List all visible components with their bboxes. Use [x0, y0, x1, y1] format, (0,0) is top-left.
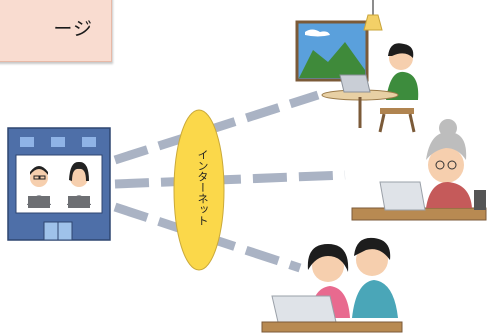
- internet-label: インターネット: [196, 148, 209, 226]
- remote-worker-top: [295, 0, 419, 133]
- office-building: [7, 127, 111, 241]
- link-to-top-person: [113, 90, 320, 165]
- title-text: ージ: [53, 17, 93, 40]
- internet-cloud: [173, 109, 225, 271]
- title-banner: ージ: [0, 0, 112, 62]
- remote-workers-bottom: [261, 237, 403, 333]
- link-to-middle-person: [114, 170, 346, 189]
- connection-lines: [113, 90, 346, 273]
- remote-worker-middle: [351, 119, 487, 221]
